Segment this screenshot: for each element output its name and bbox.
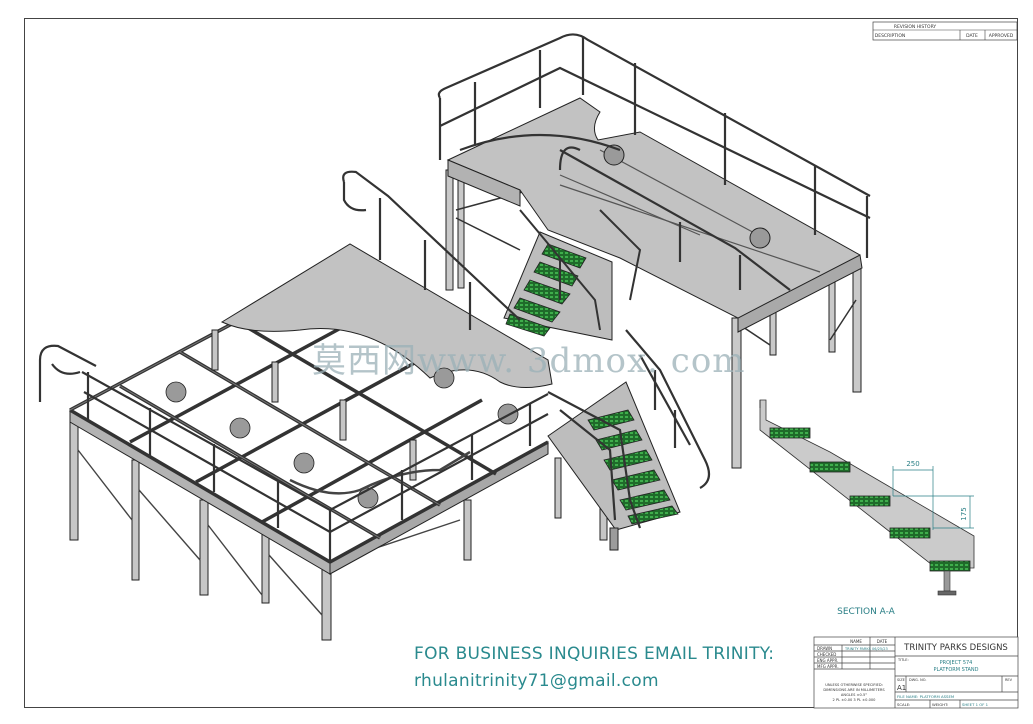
upper-platform — [445, 97, 863, 469]
tb-rev-label: REV — [1005, 678, 1013, 682]
tb-name-col: NAME — [850, 639, 862, 644]
revision-title: REVISION HISTORY — [894, 24, 937, 30]
title-block-text: NAME DATE DRAWN TRINITY PARKS 06/25/23 C… — [817, 639, 1013, 707]
tb-title-line1: PROJECT 574 — [940, 660, 973, 666]
revision-header-approved: APPROVED — [989, 33, 1014, 39]
dimension-vertical: 175 — [960, 507, 968, 520]
upper-deck — [446, 97, 861, 331]
tb-scale-label: SCALE: — [897, 702, 910, 707]
tb-note-2: DIMENSIONS ARE IN MILLIMETERS — [823, 688, 885, 692]
contact-line-1: FOR BUSINESS INQUIRIES EMAIL TRINITY: — [414, 644, 775, 664]
section-label: SECTION A-A — [837, 607, 896, 617]
main-platform — [69, 243, 608, 641]
lower-stair — [547, 329, 711, 551]
tb-row-mfg-label: MFG APPR. — [817, 664, 839, 669]
upper-stair — [503, 209, 642, 341]
watermark-text: 莫西网www. 3dmox. com — [312, 341, 746, 381]
tb-row-drawn-name: TRINITY PARKS — [844, 647, 872, 651]
dimension-lines — [892, 466, 974, 530]
tb-weight-label: WEIGHT: — [932, 702, 948, 707]
revision-history-table: REVISION HISTORY DESCRIPTION DATE APPROV… — [872, 21, 1018, 41]
tb-row-checked-label: CHECKED — [817, 652, 836, 657]
tb-row-drawn-date: 06/25/23 — [872, 647, 888, 651]
tb-size: A1 — [897, 684, 906, 692]
drawing-border — [24, 18, 1018, 708]
upper-handrails — [437, 33, 871, 291]
dimension-horizontal: 250 — [906, 460, 919, 468]
tb-company: TRINITY PARKS DESIGNS — [903, 643, 1008, 653]
tb-row-eng-label: ENG APPR. — [817, 658, 838, 663]
main-handrails — [38, 170, 549, 560]
tb-sheet: SHEET 1 OF 1 — [962, 702, 989, 707]
tb-date-col: DATE — [877, 639, 888, 644]
tb-note-3: ANGLES ±0.5° — [841, 693, 867, 697]
tb-note-4: 2 PL ±0.00 3 PL ±0.000 — [833, 698, 877, 702]
section-a-a-view: 250 175 SECTION A-A — [759, 399, 975, 617]
main-deck — [220, 243, 553, 388]
tb-row-drawn-label: DRAWN — [817, 646, 832, 651]
tb-title-line2: PLATFORM STAND — [933, 667, 978, 673]
tb-size-label: SIZE — [897, 678, 905, 682]
title-block — [813, 636, 1019, 709]
revision-header-date: DATE — [966, 33, 978, 39]
revision-header-description: DESCRIPTION — [875, 33, 905, 39]
tb-file-name: FILE NAME: PLATFORM ASSEM — [897, 694, 954, 699]
tb-title-label: TITLE: — [897, 658, 909, 662]
contact-email[interactable]: rhulanitrinity71@gmail.com — [414, 671, 659, 691]
tb-dwg-label: DWG. NO. — [909, 678, 926, 682]
tb-note-1: UNLESS OTHERWISE SPECIFIED: — [825, 683, 883, 687]
